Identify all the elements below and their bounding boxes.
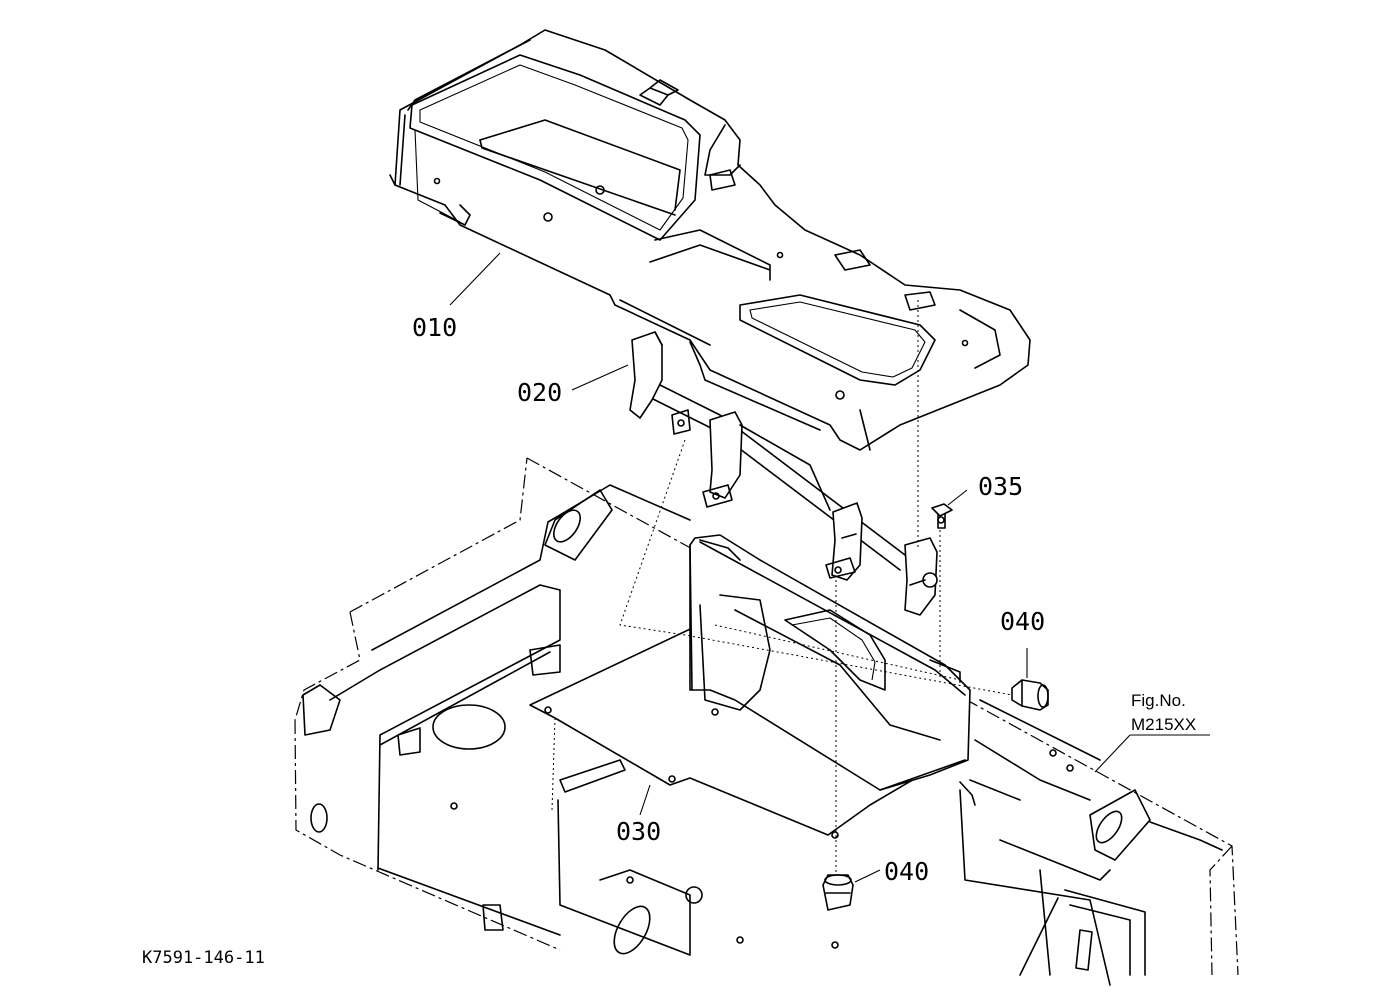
part-label-035: 035 [978, 472, 1023, 501]
part-label-040-upper: 040 [1000, 607, 1045, 636]
drawing-id: K7591-146-11 [142, 948, 265, 968]
fig-no-value: M215XX [1131, 715, 1196, 734]
clip-040-upper [1011, 679, 1049, 711]
leader-lines [449, 252, 1210, 883]
center-plate-030 [529, 534, 976, 839]
part-label-030: 030 [616, 817, 661, 846]
part-label-010: 010 [412, 313, 457, 342]
assembly-guide-lines [551, 300, 1013, 875]
clip-040-lower [822, 874, 854, 911]
screw-035 [931, 503, 953, 529]
floor-frame [294, 457, 1239, 986]
console-cover-010 [389, 29, 1031, 451]
part-label-040-lower: 040 [884, 857, 929, 886]
fig-no-label: Fig.No. [1131, 691, 1186, 710]
part-label-020: 020 [517, 378, 562, 407]
bracket-assembly-020 [629, 331, 938, 616]
